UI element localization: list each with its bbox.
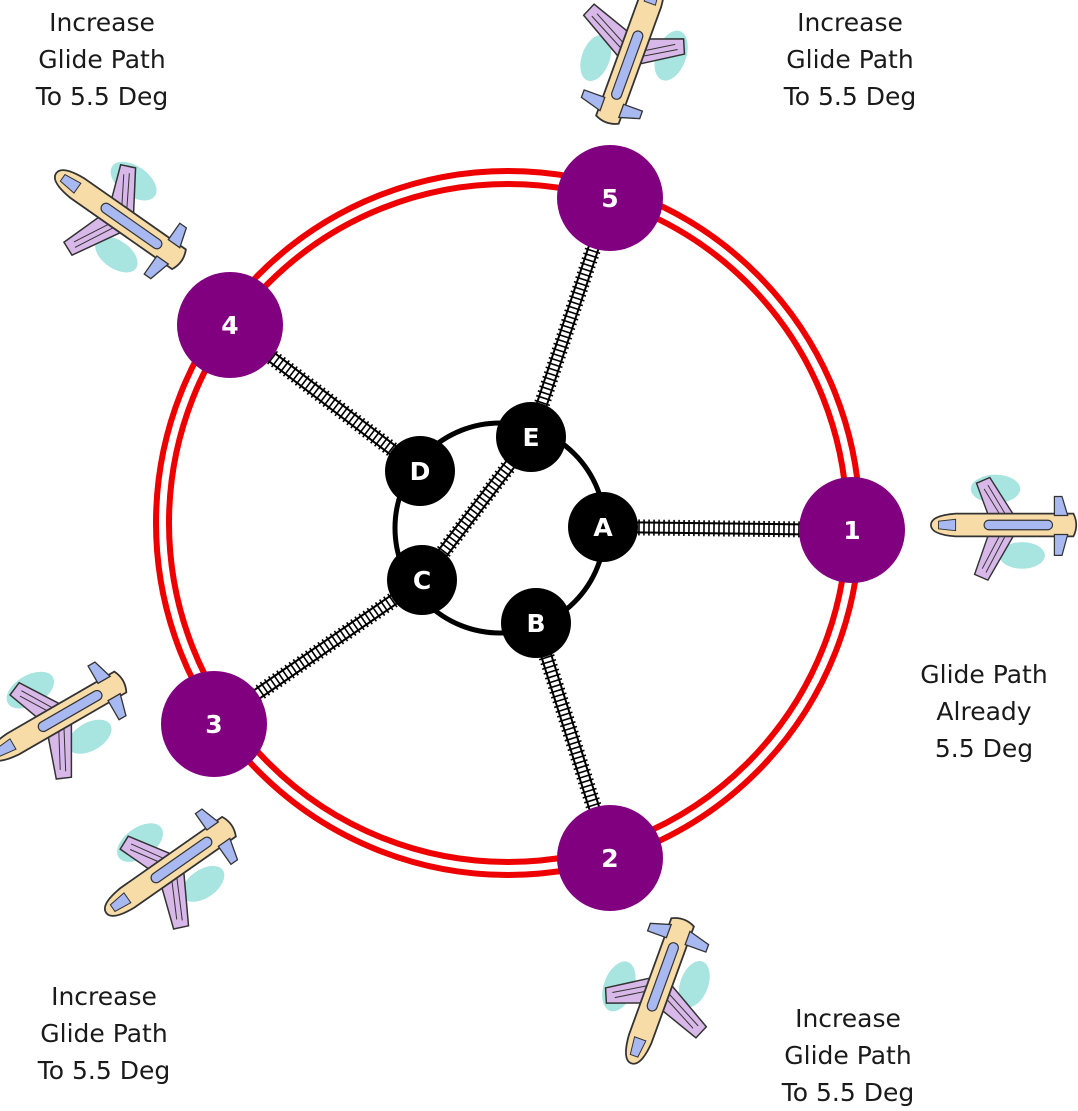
airplane-icon (0, 635, 152, 808)
outer-node-label: 5 (601, 184, 618, 213)
airplane-icon (582, 901, 739, 1083)
inner-node-label: D (410, 457, 431, 486)
inner-node-b: B (501, 588, 571, 658)
inner-node-label: B (526, 609, 545, 638)
outer-node-3: 3 (161, 671, 267, 777)
caption-right: Glide Path Already 5.5 Deg (884, 656, 1078, 767)
caption-bottom-right: Increase Glide Path To 5.5 Deg (748, 1000, 948, 1111)
outer-node-label: 3 (205, 710, 222, 739)
caption-top-right: Increase Glide Path To 5.5 Deg (750, 4, 950, 115)
inner-node-e: E (496, 402, 566, 472)
outer-node-1: 1 (799, 477, 905, 583)
planes-layer (0, 0, 1076, 1083)
outer-node-5: 5 (557, 145, 663, 251)
airplane-icon (23, 130, 212, 309)
inner-node-a: A (568, 492, 638, 562)
inner-node-label: E (522, 423, 539, 452)
outer-node-2: 2 (557, 805, 663, 911)
airplane-icon (76, 782, 265, 961)
outer-node-label: 4 (221, 311, 238, 340)
outer-node-label: 2 (601, 844, 618, 873)
airplane-icon (552, 0, 709, 141)
inner-node-label: C (413, 566, 431, 595)
airplane-icon (931, 475, 1076, 580)
inner-node-label: A (593, 513, 613, 542)
outer-node-label: 1 (843, 516, 860, 545)
caption-bottom-left: Increase Glide Path To 5.5 Deg (4, 978, 204, 1089)
outer-node-4: 4 (177, 272, 283, 378)
caption-top-left: Increase Glide Path To 5.5 Deg (2, 4, 202, 115)
inner-node-d: D (385, 436, 455, 506)
inner-node-c: C (387, 545, 457, 615)
